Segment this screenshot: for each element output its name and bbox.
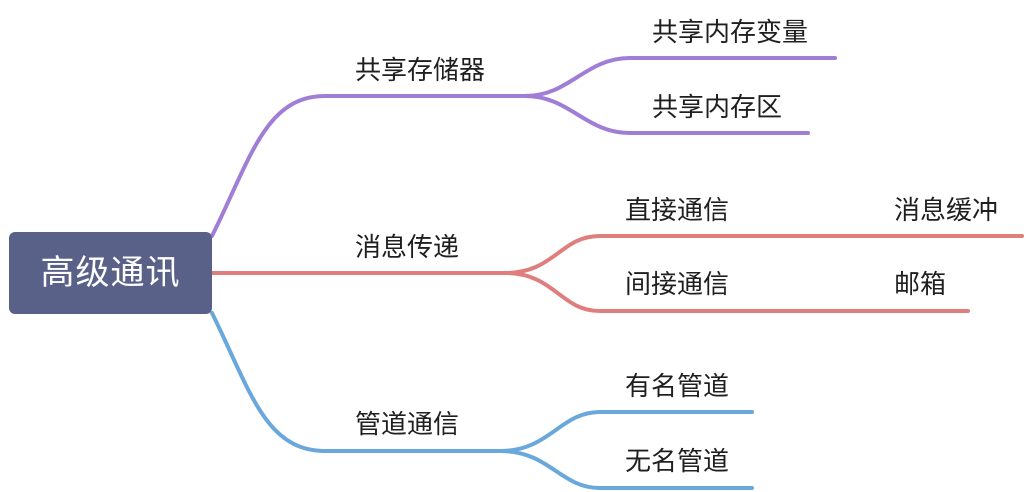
- link-root-shared-storage: [210, 94, 527, 238]
- node-pipe-communication[interactable]: 管道通信: [355, 410, 460, 440]
- link-shared-storage-area: [523, 94, 810, 135]
- root-node[interactable]: 高级通讯: [9, 232, 212, 314]
- link-root-pipe: [210, 311, 502, 453]
- link-pipe-named: [498, 410, 754, 453]
- node-message-passing[interactable]: 消息传递: [355, 233, 460, 263]
- link-shared-storage-var: [523, 56, 837, 98]
- node-named-pipe[interactable]: 有名管道: [625, 372, 730, 402]
- node-shared-memory-variable[interactable]: 共享内存变量: [652, 18, 809, 48]
- node-shared-memory-area[interactable]: 共享内存区: [652, 93, 783, 123]
- node-message-buffer[interactable]: 消息缓冲: [894, 196, 999, 226]
- link-message-direct: [503, 234, 1024, 275]
- link-pipe-unnamed: [498, 449, 754, 490]
- node-shared-storage[interactable]: 共享存储器: [355, 56, 486, 86]
- link-message-indirect: [503, 271, 970, 313]
- node-unnamed-pipe[interactable]: 无名管道: [625, 447, 730, 477]
- node-direct-communication[interactable]: 直接通信: [625, 196, 730, 226]
- node-indirect-communication[interactable]: 间接通信: [625, 270, 730, 300]
- node-mailbox[interactable]: 邮箱: [894, 270, 947, 300]
